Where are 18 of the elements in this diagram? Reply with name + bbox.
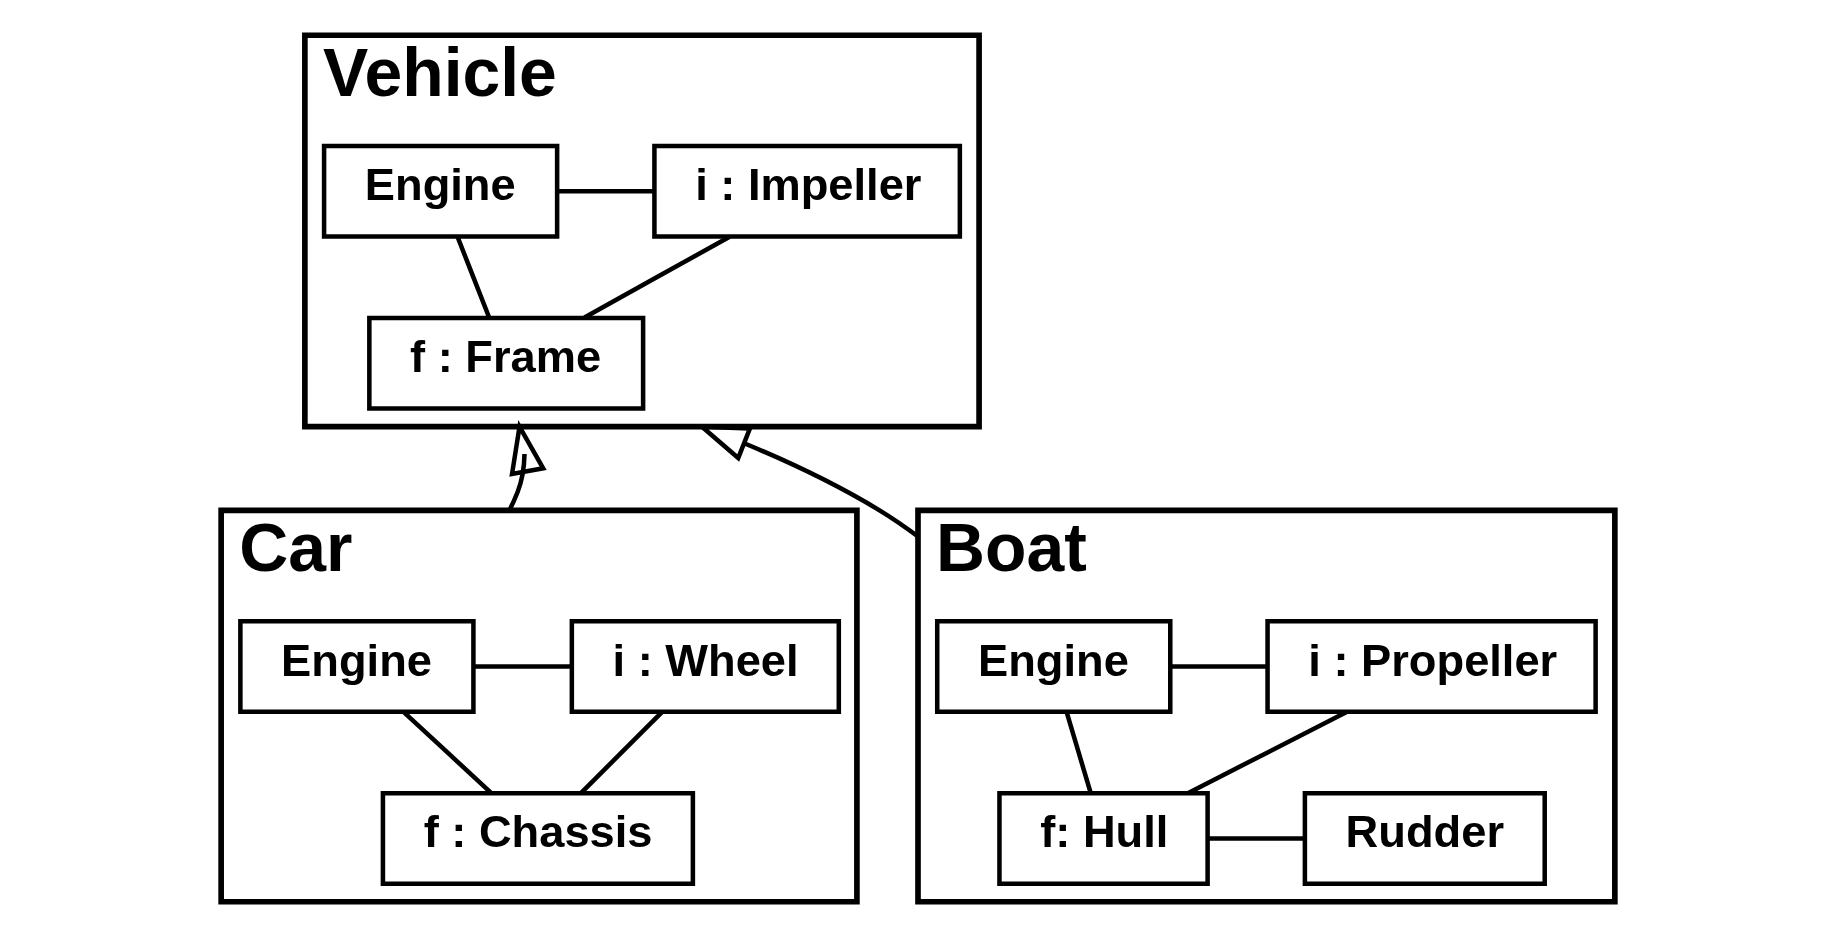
connector bbox=[473, 664, 572, 669]
node-box: Rudder bbox=[1302, 790, 1547, 886]
node-box: i : Propeller bbox=[1264, 618, 1598, 714]
node-box: Engine bbox=[321, 143, 559, 239]
node-box: f : Frame bbox=[366, 315, 645, 411]
node-box: Engine bbox=[934, 618, 1173, 714]
connector bbox=[1063, 711, 1093, 794]
connector bbox=[454, 235, 491, 319]
connector bbox=[556, 189, 654, 194]
node-box: f : Chassis bbox=[380, 790, 695, 886]
connector bbox=[1169, 664, 1267, 669]
connector bbox=[1207, 836, 1304, 841]
node-box: i : Impeller bbox=[651, 143, 962, 239]
arrow bbox=[506, 419, 547, 512]
connector bbox=[1186, 709, 1348, 795]
node-box: i : Wheel bbox=[569, 618, 841, 714]
node-box: f: Hull bbox=[996, 790, 1210, 886]
node-box: Engine bbox=[237, 618, 476, 714]
